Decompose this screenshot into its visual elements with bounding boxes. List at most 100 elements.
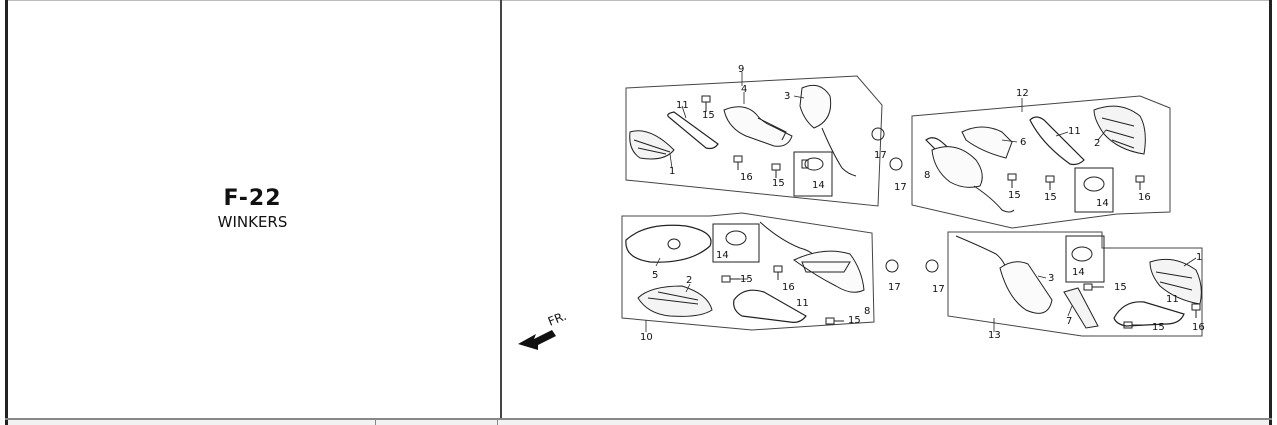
section-title: WINKERS: [217, 213, 288, 231]
housing-part: [931, 146, 983, 188]
callout-number: 15: [1114, 282, 1127, 293]
section-code: F-22: [223, 186, 282, 211]
lens-part: [1101, 117, 1135, 149]
callout-number: 11: [676, 100, 689, 111]
callout-number: 5: [652, 270, 658, 281]
housing-part: [757, 117, 787, 141]
callout-number: 15: [1008, 190, 1021, 201]
callout-number: 16: [1192, 322, 1205, 333]
callout-number: 15: [848, 315, 861, 326]
callout-number: 16: [1138, 192, 1151, 203]
lens-part: [667, 238, 681, 250]
bulb-part: [725, 230, 747, 246]
screw-part: [1007, 173, 1017, 188]
housing-part: [723, 106, 793, 147]
callout-number: 14: [1096, 198, 1109, 209]
nut-part: [871, 127, 885, 141]
lens-part: [629, 130, 675, 160]
gasket-part: [625, 224, 712, 263]
callout-number: 8: [864, 306, 870, 317]
assembly-outline: [625, 75, 883, 207]
lens-part: [1093, 105, 1146, 155]
screw-part: [1191, 303, 1201, 318]
callout-number: 15: [1044, 192, 1057, 203]
callout-number: 11: [796, 298, 809, 309]
direction-label: FR.: [546, 309, 569, 329]
screw-part: [721, 275, 740, 283]
callout-number: 9: [738, 64, 744, 75]
top-border: [5, 0, 1272, 1]
assembly-outline: [911, 95, 1171, 229]
callout-number: 15: [702, 110, 715, 121]
callout-number: 11: [1166, 294, 1179, 305]
bracket-part: [1063, 287, 1099, 329]
gasket-part: [667, 111, 719, 150]
nut-part: [925, 259, 939, 273]
nut-part: [885, 259, 899, 273]
next-row-cell-divider: [375, 419, 376, 425]
wire-part: [821, 127, 857, 177]
callout-number: 7: [1066, 316, 1072, 327]
wire-part: [973, 185, 1015, 213]
right-border: [1269, 0, 1272, 425]
callout-number: 17: [932, 284, 945, 295]
screw-part: [773, 265, 783, 280]
callout-number: 6: [1020, 137, 1026, 148]
callout-number: 8: [924, 170, 930, 181]
screw-part: [825, 317, 844, 325]
screw-part: [1083, 283, 1104, 291]
callout-number: 3: [784, 91, 790, 102]
screw-part: [1123, 321, 1144, 329]
callout-number: 12: [1016, 88, 1029, 99]
bulb-inset-box: [793, 151, 833, 197]
screw-part: [771, 163, 781, 178]
gasket-part: [1029, 116, 1085, 166]
callout-number: 17: [894, 182, 907, 193]
housing-part: [999, 261, 1053, 314]
nut-part: [889, 157, 903, 171]
callout-number: 14: [716, 250, 729, 261]
front-direction-arrow: FR.: [518, 309, 568, 350]
gasket-part: [733, 289, 807, 323]
bulb-part: [1083, 176, 1105, 192]
callout-number: 2: [686, 275, 692, 286]
assembly-outline: [947, 231, 1203, 337]
bulb-part: [1071, 246, 1093, 262]
assembly-outline: [621, 212, 875, 331]
bulb-inset-box: [712, 223, 760, 263]
callout-number: 10: [640, 332, 653, 343]
bottom-border: [5, 418, 1272, 420]
lens-part: [633, 139, 671, 155]
screw-part: [733, 155, 743, 170]
housing-part: [961, 126, 1013, 159]
callout-number: 3: [1048, 273, 1054, 284]
callout-number: 11: [1068, 126, 1081, 137]
callout-number: 1: [669, 166, 675, 177]
callout-number: 1: [1196, 252, 1202, 263]
callout-number: 13: [988, 330, 1001, 341]
column-divider: [500, 0, 502, 420]
callout-number: 17: [874, 150, 887, 161]
next-row-strip: [8, 420, 1269, 425]
callout-number: 4: [741, 84, 747, 95]
screw-part: [701, 95, 711, 112]
lens-part: [647, 291, 699, 305]
callout-number: 16: [782, 282, 795, 293]
bulb-inset-box: [1074, 167, 1114, 213]
bulb-inset-box: [1065, 235, 1105, 283]
lens-part: [1155, 271, 1193, 291]
callout-number: 2: [1094, 138, 1100, 149]
gasket-part: [1113, 301, 1185, 327]
next-row-cell-divider: [497, 419, 498, 425]
callout-number: 16: [740, 172, 753, 183]
callout-number: 15: [1152, 322, 1165, 333]
parts-diagram: FR. 1 11 9 4 15 3 16 15 14 17 17 12 6 11…: [518, 64, 1205, 350]
bulb-part: [804, 157, 824, 171]
callout-number: 14: [812, 180, 825, 191]
callout-number: 15: [772, 178, 785, 189]
bulb-part: [801, 159, 809, 169]
socket-part: [799, 84, 832, 129]
callout-labels: 1 11 9 4 15 3 16 15 14 17 17 12 6 11 2 8…: [640, 64, 1205, 343]
left-border: [5, 0, 8, 425]
